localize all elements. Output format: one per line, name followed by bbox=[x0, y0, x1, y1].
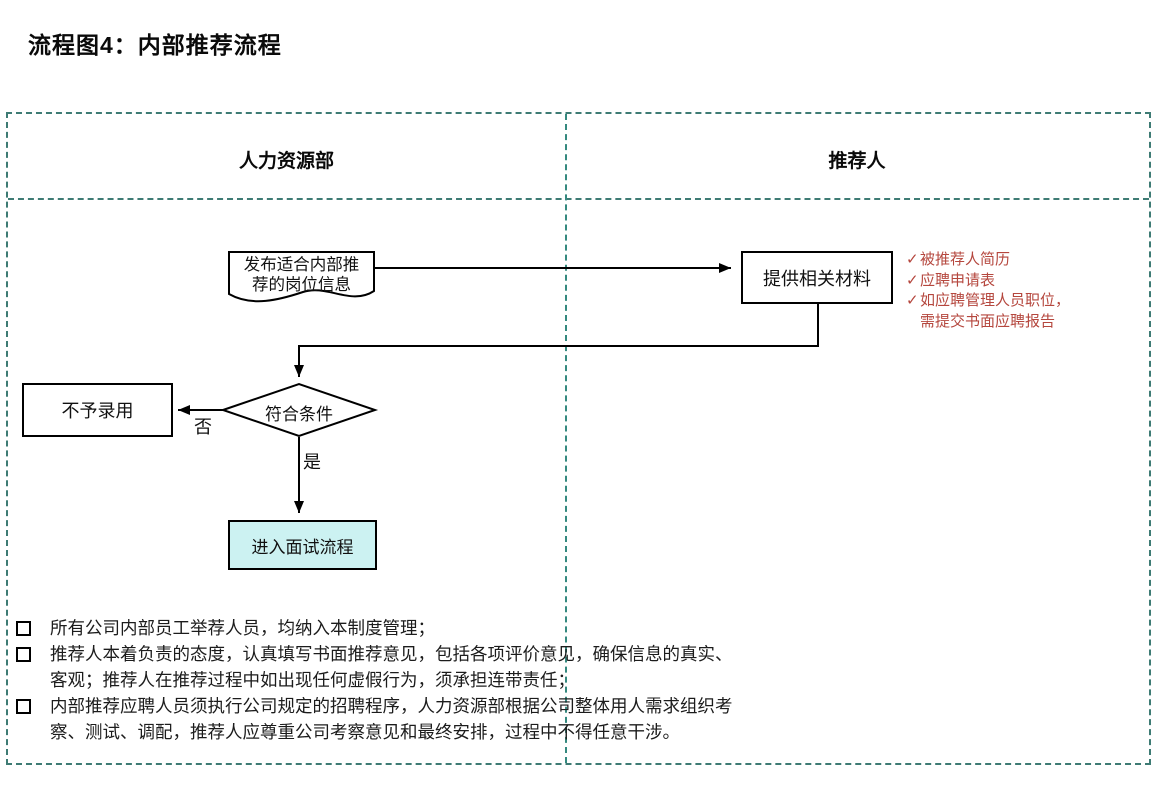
square-bullet-icon bbox=[16, 621, 31, 636]
publish-box-line1: 发布适合内部推 bbox=[243, 255, 360, 274]
decision-diamond bbox=[219, 382, 379, 438]
reject-box: 不予录用 bbox=[22, 383, 173, 437]
checklist-text: 需提交书面应聘报告 bbox=[920, 313, 1056, 330]
checklist-text: 如应聘管理人员职位， bbox=[920, 293, 1071, 309]
note-line: 内部推荐应聘人员须执行公司规定的招聘程序，人力资源部根据公司整体用人需求组织考 bbox=[50, 696, 733, 716]
publish-box-label: 发布适合内部推 荐的岗位信息 bbox=[229, 255, 374, 295]
lane-header-divider bbox=[8, 198, 1149, 200]
square-bullet-icon bbox=[16, 647, 31, 662]
note-item: 推荐人本着负责的态度，认真填写书面推荐意见，包括各项评价意见，确保信息的真实、 … bbox=[14, 641, 1094, 693]
checklist-item: ✓ 如应聘管理人员职位， bbox=[906, 291, 1070, 312]
note-line: 推荐人本着负责的态度，认真填写书面推荐意见，包括各项评价意见，确保信息的真实、 bbox=[50, 644, 733, 664]
swimlane-table: 人力资源部 推荐人 bbox=[6, 112, 1151, 765]
checklist-item: ✓ 应聘申请表 bbox=[906, 271, 1070, 292]
publish-box-line2: 荐的岗位信息 bbox=[252, 275, 351, 294]
note-item: 内部推荐应聘人员须执行公司规定的招聘程序，人力资源部根据公司整体用人需求组织考 … bbox=[14, 693, 1094, 745]
interview-box: 进入面试流程 bbox=[228, 520, 377, 570]
edge-provide-to-decision bbox=[294, 302, 819, 377]
page-title: 流程图4：内部推荐流程 bbox=[28, 32, 282, 58]
check-icon: ✓ bbox=[906, 252, 919, 268]
policy-notes: 所有公司内部员工举荐人员，均纳入本制度管理； 推荐人本着负责的态度，认真填写书面… bbox=[14, 615, 1094, 745]
checklist-text: 被推荐人简历 bbox=[920, 252, 1011, 268]
document-shape-publish bbox=[228, 251, 375, 303]
checklist-item: ✓ 被推荐人简历 bbox=[906, 250, 1070, 271]
lane-header-hr: 人力资源部 bbox=[238, 151, 334, 172]
decision-label: 符合条件 bbox=[265, 405, 333, 424]
no-edge-label: 否 bbox=[194, 417, 212, 437]
checklist-item-continuation: 需提交书面应聘报告 bbox=[906, 312, 1070, 333]
note-line: 察、测试、调配，推荐人应尊重公司考察意见和最终安排，过程中不得任意干涉。 bbox=[50, 722, 680, 742]
check-icon-empty bbox=[906, 312, 920, 333]
checklist-text: 应聘申请表 bbox=[920, 272, 996, 289]
note-line: 客观；推荐人在推荐过程中如出现任何虚假行为，须承担连带责任； bbox=[50, 670, 575, 690]
check-icon: ✓ bbox=[906, 272, 919, 289]
materials-checklist: ✓ 被推荐人简历 ✓ 应聘申请表 ✓ 如应聘管理人员职位， 需提交书面应聘报告 bbox=[906, 250, 1070, 332]
yes-edge-label: 是 bbox=[303, 452, 321, 472]
note-item: 所有公司内部员工举荐人员，均纳入本制度管理； bbox=[14, 615, 1094, 641]
lane-column-divider bbox=[565, 114, 567, 763]
square-bullet-icon bbox=[16, 699, 31, 714]
lane-header-referrer: 推荐人 bbox=[828, 151, 886, 172]
note-line: 所有公司内部员工举荐人员，均纳入本制度管理； bbox=[50, 618, 435, 638]
check-icon: ✓ bbox=[906, 293, 919, 309]
provide-materials-box: 提供相关材料 bbox=[741, 251, 893, 304]
